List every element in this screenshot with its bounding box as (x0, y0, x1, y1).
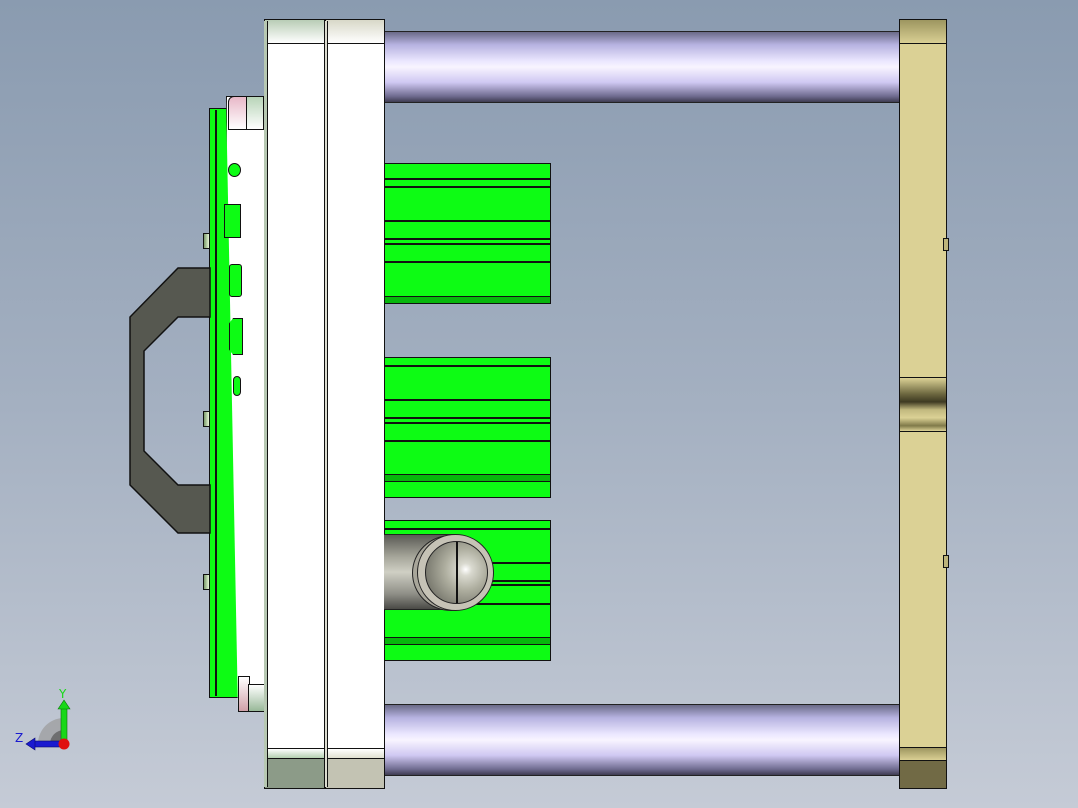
moving-plate-b[interactable] (325, 19, 385, 789)
clamp-plate-notch-lower (943, 555, 949, 568)
guide-rod-top[interactable] (384, 31, 902, 103)
insert-plate-bottom-cap-green (248, 684, 265, 712)
insert-plate-top-cap (228, 96, 248, 130)
moving-plate-a[interactable] (264, 19, 325, 789)
mold-insert-block-1[interactable] (384, 163, 551, 304)
clamp-plate[interactable] (899, 19, 947, 789)
triad-z-label: Z (15, 731, 24, 745)
pin-2 (203, 411, 210, 427)
pin-1 (203, 233, 210, 249)
guide-rod-bottom[interactable] (384, 704, 902, 776)
ejector-plate-inner-edge (215, 110, 217, 696)
moving-plate-b-bottom-chamfer (326, 748, 384, 758)
moving-plate-a-bottom-face (265, 758, 324, 788)
axis-triad (25, 699, 71, 751)
moving-plate-b-top-chamfer (326, 20, 384, 44)
clamp-plate-bottom-chamfer (900, 747, 946, 760)
moving-plate-b-bottom-face (326, 758, 384, 788)
triad-y-label: Y (59, 687, 67, 701)
slot-round (228, 163, 241, 177)
slot-hex (229, 318, 243, 355)
clamp-plate-bottom-face (900, 760, 946, 788)
clamp-plate-center-groove (900, 377, 946, 432)
slot-oval (233, 376, 241, 396)
moving-plate-a-top-chamfer (265, 20, 324, 44)
moving-plate-a-side-edge (264, 21, 268, 787)
clamp-plate-top-chamfer (900, 20, 946, 44)
moving-plate-b-side-edge (325, 21, 328, 787)
slot-rect (229, 264, 242, 297)
pin-3 (203, 574, 210, 590)
handle[interactable] (128, 267, 212, 535)
pipe-fitting-ball-seam (456, 542, 458, 603)
moving-plate-a-bottom-chamfer (265, 748, 324, 758)
slot-square (224, 204, 241, 238)
x-axis-dot (58, 738, 70, 750)
insert-plate-top-cap-green (246, 96, 264, 130)
mold-insert-block-2[interactable] (384, 357, 551, 498)
clamp-plate-notch-upper (943, 238, 949, 251)
